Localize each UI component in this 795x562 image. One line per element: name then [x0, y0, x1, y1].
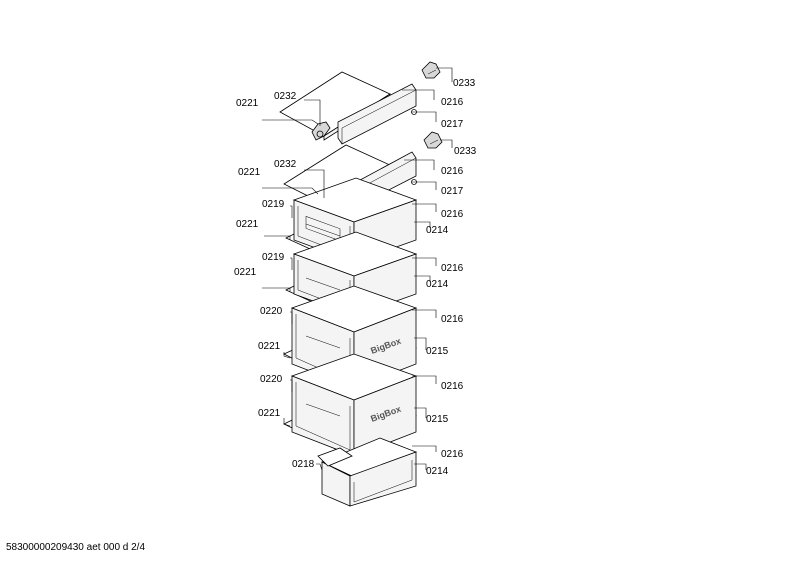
part-label-0214: 0214 — [426, 466, 449, 477]
part-label-0214: 0214 — [426, 279, 449, 290]
part-label-0221: 0221 — [236, 98, 259, 109]
part-label-0219: 0219 — [262, 252, 285, 263]
part-label-0215: 0215 — [426, 414, 449, 425]
part-label-0220: 0220 — [260, 374, 283, 385]
part-label-0216: 0216 — [441, 314, 464, 325]
part-label-0217: 0217 — [441, 186, 464, 197]
part-label-0233: 0233 — [453, 78, 476, 89]
part-label-0221: 0221 — [258, 408, 281, 419]
part-label-0216: 0216 — [441, 449, 464, 460]
leader-lines — [262, 67, 453, 471]
part-label-0233: 0233 — [454, 146, 477, 157]
shelf-clip-upper — [421, 61, 441, 79]
part-label-0216: 0216 — [441, 209, 464, 220]
part-label-0221: 0221 — [236, 219, 259, 230]
part-label-0221: 0221 — [238, 167, 261, 178]
shelf-clip-lower — [423, 131, 443, 149]
part-label-0216: 0216 — [441, 97, 464, 108]
drawer-bottom — [317, 437, 418, 507]
part-label-0216: 0216 — [441, 263, 464, 274]
part-labels: 0233 0216 0217 0232 0221 0233 0216 0232 … — [234, 78, 477, 477]
part-label-0221: 0221 — [258, 341, 281, 352]
part-label-0217: 0217 — [441, 119, 464, 130]
part-label-0220: 0220 — [260, 306, 283, 317]
part-label-0232: 0232 — [274, 91, 297, 102]
part-label-0219: 0219 — [262, 199, 285, 210]
part-label-0216: 0216 — [441, 381, 464, 392]
document-id: 58300000209430 aet 000 d 2/4 — [6, 542, 146, 553]
drawer-bigbox-2: BigBox — [283, 353, 418, 457]
part-label-0218: 0218 — [292, 459, 315, 470]
glass-shelf-upper — [279, 71, 417, 154]
part-label-0215: 0215 — [426, 346, 449, 357]
part-label-0232: 0232 — [274, 159, 297, 170]
part-label-0221: 0221 — [234, 267, 257, 278]
part-label-0214: 0214 — [426, 225, 449, 236]
part-label-0216: 0216 — [441, 166, 464, 177]
